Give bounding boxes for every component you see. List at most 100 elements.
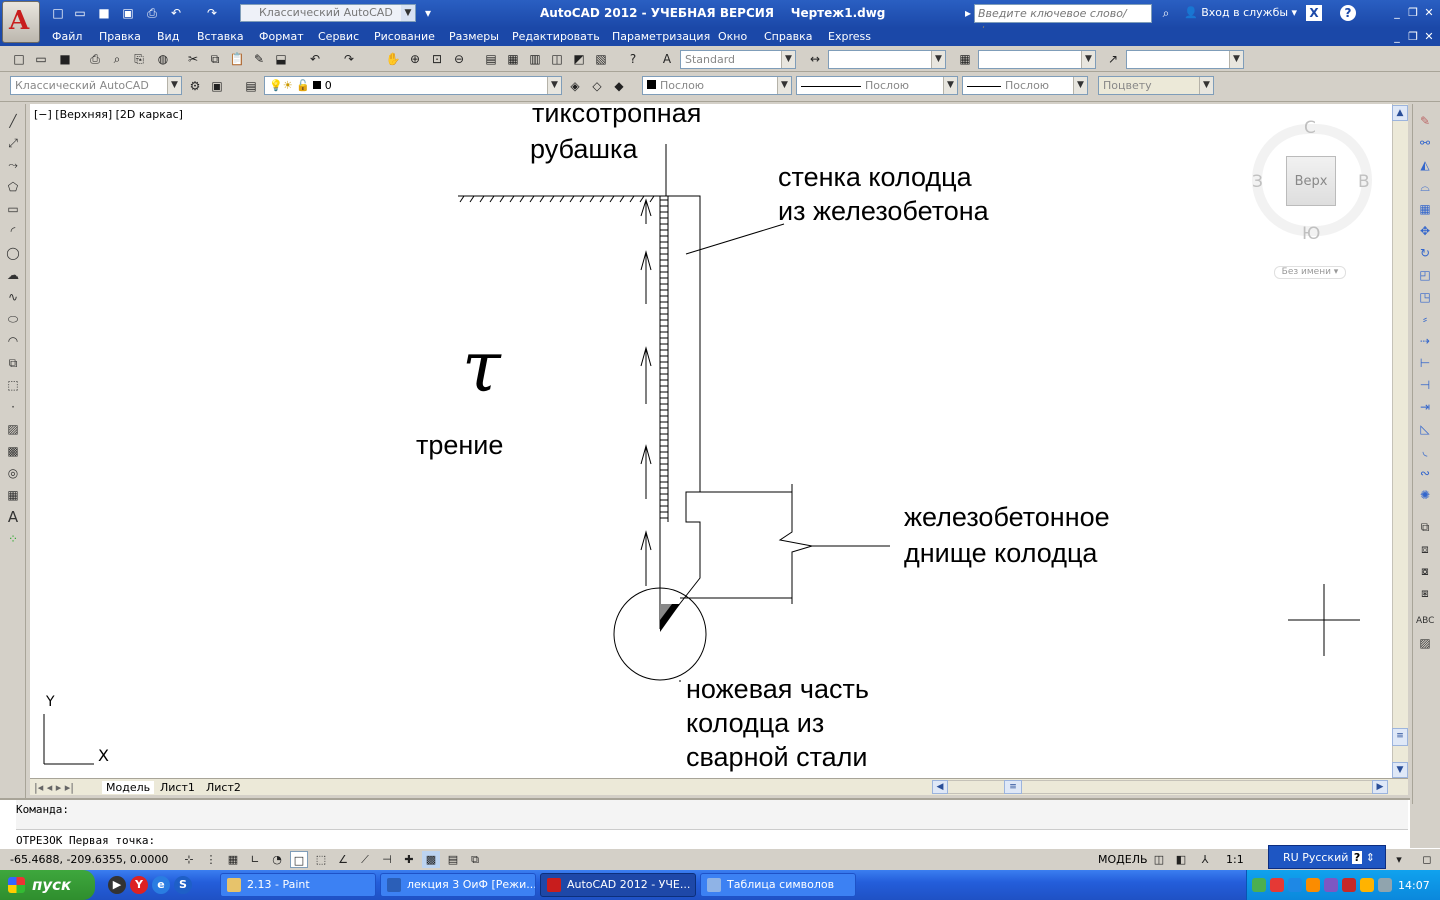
command-input[interactable]: ОТРЕЗОК Первая точка: <box>16 834 156 847</box>
dynamic-input-icon[interactable]: ⊣ <box>382 853 392 866</box>
menu-format[interactable]: Формат <box>259 30 304 43</box>
lineweight-dropdown[interactable]: Послою▼ <box>962 76 1088 95</box>
revision-cloud-icon[interactable]: ☁ <box>7 268 19 282</box>
tray-antivirus-icon[interactable] <box>1270 878 1284 892</box>
block-editor-icon[interactable]: ⬓ <box>275 52 287 66</box>
hatch-icon[interactable]: ▨ <box>7 422 19 436</box>
mleader-style-icon[interactable]: ↗ <box>1107 52 1119 66</box>
doc-minimize-icon[interactable]: _ <box>1394 30 1400 43</box>
zoom-previous-icon[interactable]: ⊖ <box>453 52 465 66</box>
menu-dimension[interactable]: Размеры <box>449 30 499 43</box>
media-player-icon[interactable]: ▶ <box>108 876 126 894</box>
pan-icon[interactable]: ✋ <box>385 52 401 66</box>
menu-help[interactable]: Справка <box>764 30 813 43</box>
table-style-icon[interactable]: ▦ <box>959 52 971 66</box>
save-file-icon[interactable]: ■ <box>59 52 71 66</box>
workspace-save-icon[interactable]: ▣ <box>211 79 223 93</box>
transparency-icon[interactable]: ▩ <box>422 851 440 868</box>
clean-screen-icon[interactable]: ◻ <box>1422 853 1432 866</box>
viewport-controls[interactable]: [−] [Верхняя] [2D каркас] <box>34 108 183 121</box>
workspace-settings-icon[interactable]: ⚙ <box>189 79 201 93</box>
save-icon[interactable]: ■ <box>98 6 110 20</box>
publish-icon[interactable]: ⎘ <box>134 52 144 66</box>
markup-icon[interactable]: ◩ <box>573 52 585 66</box>
menu-parametric[interactable]: Параметризация <box>612 30 711 43</box>
dim-style-icon[interactable]: ↔ <box>809 52 821 66</box>
close-icon[interactable]: ✕ <box>1424 6 1434 19</box>
tray-safely-remove-icon[interactable] <box>1342 878 1356 892</box>
menu-view[interactable]: Вид <box>157 30 180 43</box>
extend-icon[interactable]: ⇢ <box>1419 334 1431 348</box>
layer-dropdown[interactable]: 💡☀ 🔓 0▼ <box>264 76 562 95</box>
object-snap-tracking-icon[interactable]: ∠ <box>338 853 348 866</box>
task-charmap[interactable]: Таблица символов <box>700 873 856 897</box>
text-style-dropdown[interactable]: Standard▼ <box>680 50 796 69</box>
hatch-to-back-icon[interactable]: ▨ <box>1419 636 1431 650</box>
annotation-scale-icon[interactable]: ⅄ <box>1201 853 1209 866</box>
scroll-up-icon[interactable]: ▲ <box>1392 105 1408 121</box>
snap-mode-icon[interactable]: ⋮ <box>205 853 217 866</box>
viewcube-top-face[interactable]: Верх <box>1286 156 1336 206</box>
erase-icon[interactable]: ✎ <box>1419 114 1431 128</box>
multiline-text-icon[interactable]: A <box>7 508 19 526</box>
properties-icon[interactable]: ▤ <box>485 52 497 66</box>
help-icon[interactable]: ? <box>1340 5 1356 21</box>
annotation-scale-value[interactable]: 1:1 <box>1226 853 1244 866</box>
quick-properties-icon[interactable]: ▤ <box>447 853 459 866</box>
redo-icon[interactable]: ↷ <box>343 52 355 66</box>
linetype-dropdown[interactable]: Послою▼ <box>796 76 958 95</box>
3d-dwf-icon[interactable]: ◍ <box>157 52 169 66</box>
object-snap-icon[interactable]: □ <box>290 851 308 868</box>
3d-object-snap-icon[interactable]: ⬚ <box>315 853 327 866</box>
task-paint[interactable]: 2.13 - Paint <box>220 873 376 897</box>
menu-draw[interactable]: Рисование <box>374 30 435 43</box>
doc-restore-icon[interactable]: ❐ <box>1408 30 1418 43</box>
doc-close-icon[interactable]: ✕ <box>1424 30 1434 43</box>
preview-icon[interactable]: ⌕ <box>113 52 121 66</box>
help-toolbar-icon[interactable]: ? <box>629 52 637 66</box>
scroll-left-icon[interactable]: ◀ <box>932 780 948 794</box>
construction-line-icon[interactable]: ⤢ <box>8 136 18 150</box>
open-file-icon[interactable]: ▭ <box>35 52 47 66</box>
point-icon[interactable]: · <box>11 400 15 414</box>
plot-icon[interactable]: ⎙ <box>90 52 100 66</box>
send-back-icon[interactable]: ⧇ <box>1421 564 1429 578</box>
new-icon[interactable]: □ <box>52 6 64 20</box>
binoculars-icon[interactable]: ⌕ <box>1162 6 1170 20</box>
add-selected-icon[interactable]: ⁘ <box>7 532 19 546</box>
model-space-toggle[interactable]: МОДЕЛЬ <box>1098 853 1148 866</box>
gradient-icon[interactable]: ▩ <box>7 444 19 458</box>
viewcube-ring[interactable] <box>1252 124 1372 236</box>
yandex-icon[interactable]: Y <box>130 876 148 894</box>
fillet-icon[interactable]: ◟ <box>1422 444 1428 458</box>
menu-window[interactable]: Окно <box>718 30 748 43</box>
scroll-down-icon[interactable]: ▼ <box>1392 762 1408 778</box>
tab-layout1[interactable]: Лист1 <box>160 781 195 794</box>
task-word[interactable]: лекция 3 ОиФ [Режи... <box>380 873 536 897</box>
exchange-icon[interactable]: X <box>1306 5 1322 21</box>
table-icon[interactable]: ▦ <box>7 488 19 502</box>
print-icon[interactable]: ⎙ <box>147 6 157 20</box>
copy-object-icon[interactable]: ⚯ <box>1419 136 1431 150</box>
text-style-icon[interactable]: A <box>662 52 672 66</box>
quick-view-layouts-icon[interactable]: ◫ <box>1153 853 1165 866</box>
tray-skype-icon[interactable] <box>1288 878 1302 892</box>
stretch-icon[interactable]: ◳ <box>1419 290 1431 304</box>
blend-curves-icon[interactable]: ∾ <box>1419 466 1431 480</box>
break-icon[interactable]: ⊣ <box>1419 378 1431 392</box>
tool-palettes-icon[interactable]: ▥ <box>529 52 541 66</box>
chamfer-icon[interactable]: ◺ <box>1420 422 1430 436</box>
tray-volume-icon[interactable] <box>1360 878 1374 892</box>
paste-icon[interactable]: 📋 <box>229 52 245 66</box>
menu-insert[interactable]: Вставка <box>197 30 244 43</box>
sheet-set-icon[interactable]: ◫ <box>551 52 563 66</box>
offset-icon[interactable]: ⌓ <box>1420 180 1430 194</box>
line-icon[interactable]: ╱ <box>9 114 17 128</box>
layer-states-icon[interactable]: ◆ <box>614 79 624 93</box>
menu-file[interactable]: Файл <box>52 30 83 43</box>
menu-tools[interactable]: Сервис <box>318 30 360 43</box>
restore-icon[interactable]: ❐ <box>1408 6 1418 19</box>
text-to-front-icon[interactable]: ABC <box>1416 616 1435 626</box>
grid-display-icon[interactable]: ▦ <box>227 853 239 866</box>
tray-misc-icon[interactable] <box>1378 878 1392 892</box>
